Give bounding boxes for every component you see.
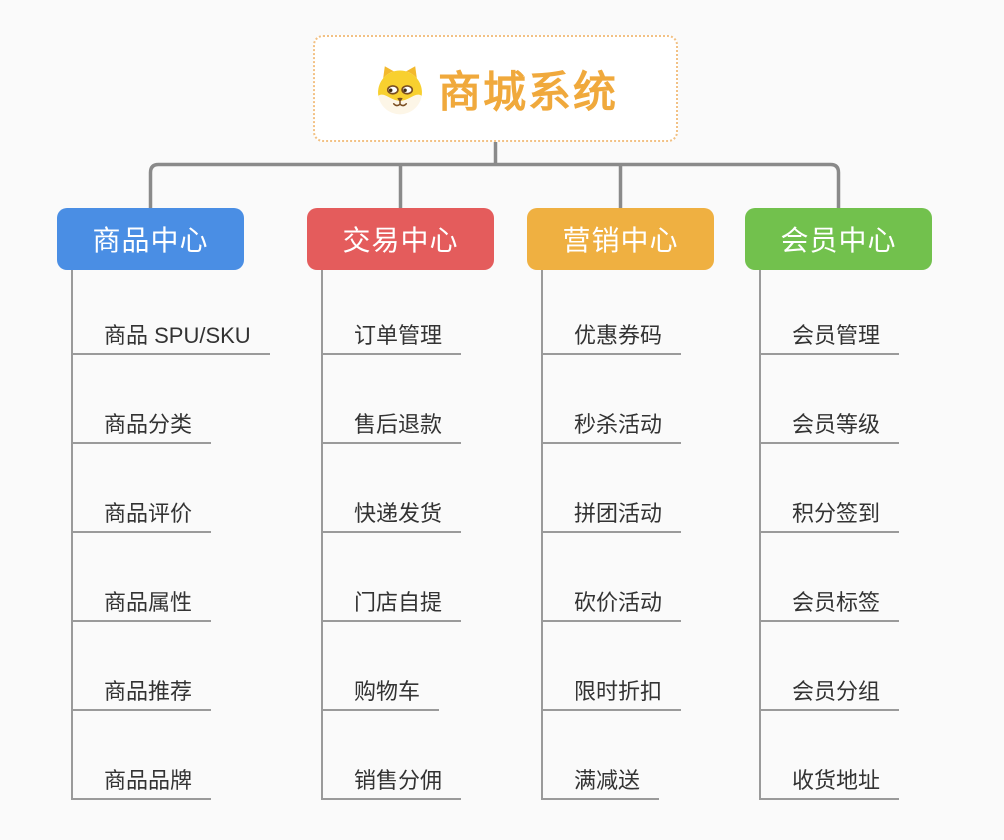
shiba-dog-icon [378,65,422,114]
topic-item[interactable]: 销售分佣 [321,766,462,800]
branch-spine-line [541,270,543,800]
topic-item[interactable]: 砍价活动 [541,588,682,622]
topic-item[interactable]: 会员标签 [759,588,900,622]
root-title: 商城系统 [438,68,618,117]
branch-spine-line [71,270,73,800]
topic-item[interactable]: 积分签到 [759,499,900,533]
topic-item[interactable]: 会员等级 [759,410,900,444]
topic-item[interactable]: 商品推荐 [71,677,212,711]
branch-node-marketing-center[interactable]: 营销中心 [527,208,714,270]
topic-item[interactable]: 拼团活动 [541,499,682,533]
topic-item[interactable]: 会员管理 [759,321,900,355]
topic-item[interactable]: 商品分类 [71,410,212,444]
topic-item[interactable]: 快递发货 [321,499,462,533]
topic-item[interactable]: 商品属性 [71,588,212,622]
topic-item[interactable]: 优惠券码 [541,321,682,355]
topic-item[interactable]: 门店自提 [321,588,462,622]
topic-item[interactable]: 限时折扣 [541,677,682,711]
topic-item[interactable]: 秒杀活动 [541,410,682,444]
branch-spine-line [759,270,761,800]
topic-item[interactable]: 收货地址 [759,766,900,800]
topic-item[interactable]: 商品 SPU/SKU [71,321,270,355]
root-node[interactable]: 商城系统 [313,35,678,142]
branch-spine-line [321,270,323,800]
topic-item[interactable]: 商品评价 [71,499,212,533]
topic-item[interactable]: 订单管理 [321,321,462,355]
branch-node-member-center[interactable]: 会员中心 [745,208,932,270]
branch-node-trade-center[interactable]: 交易中心 [307,208,494,270]
branch-node-product-center[interactable]: 商品中心 [57,208,244,270]
topic-item[interactable]: 售后退款 [321,410,462,444]
topic-item[interactable]: 商品品牌 [71,766,212,800]
topic-item[interactable]: 满减送 [541,766,660,800]
topic-item[interactable]: 购物车 [321,677,440,711]
topic-item[interactable]: 会员分组 [759,677,900,711]
